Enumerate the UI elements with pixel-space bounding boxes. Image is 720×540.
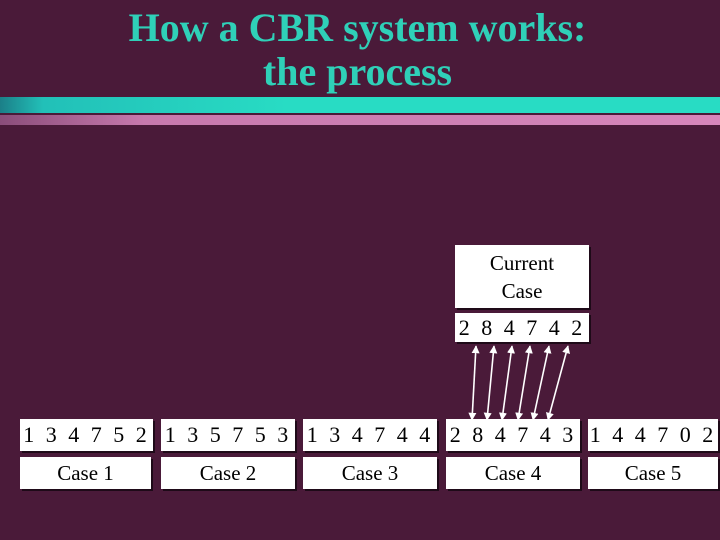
arrow-5 [530,345,552,421]
case-2-code: 1 3 5 7 5 3 [161,419,295,451]
arrow-3 [499,345,515,421]
case-2-label: Case 2 [161,457,295,489]
case-1-code: 1 3 4 7 5 2 [20,419,153,451]
case-3-label: Case 3 [303,457,437,489]
case-4-code: 2 8 4 7 4 3 [446,419,580,451]
current-case-box: Current Case [455,245,589,308]
current-case-label-line-2: Case [501,278,543,303]
case-5-code: 1 4 4 7 0 2 [588,419,718,451]
case-4-label: Case 4 [446,457,580,489]
title-underline-pink [0,115,720,125]
case-3-code: 1 3 4 7 4 4 [303,419,437,451]
arrow-4 [515,345,533,421]
title-underline-teal [0,97,720,113]
arrow-6 [546,345,570,421]
title-line-2: the process [262,49,453,94]
case-1-label: Case 1 [20,457,151,489]
current-case-label-line-1: Current [489,250,555,275]
current-case-code: 2 8 4 7 4 2 [455,313,589,342]
arrow-1 [468,345,480,421]
title-line-1: How a CBR system works: [128,5,587,50]
arrow-2 [483,345,498,421]
case-5-label: Case 5 [588,457,718,489]
slide-title: How a CBR system works: the process [0,6,720,94]
